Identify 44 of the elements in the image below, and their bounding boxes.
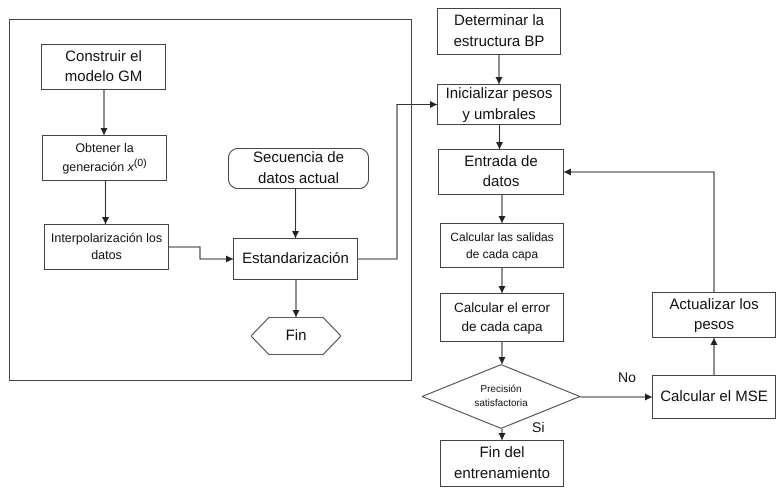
arrow [498,342,506,364]
node-text: Calcular el error de cada capa [452,299,552,336]
process-box [440,293,564,342]
node-text: Entrada de datos [463,152,539,192]
node-text: Construir el modelo GM [64,46,144,87]
process-box [438,149,564,195]
arrow [580,394,652,400]
arrow [292,280,300,317]
end-hexagon [251,317,341,355]
arrow [358,101,437,260]
node-text: Inicializar pesos y umbrales [444,84,554,124]
arrow [496,125,503,149]
node-text: Calcular el MSE [659,386,769,407]
process-box [652,375,776,419]
arrow [100,90,108,135]
process-box [42,135,167,181]
arrow [169,246,233,262]
process-box [440,440,564,487]
frame-box [9,19,412,381]
node-text: Calcular las salidas de cada capa [449,229,555,262]
node-text: Determinar la estructura BP [452,11,546,52]
arrow [710,338,718,375]
arrow [498,195,506,223]
node-text: Precisión satisfactoria [473,383,529,410]
process-box [41,44,166,90]
process-box [44,224,169,270]
process-box [440,223,564,268]
terminal-box [228,148,369,189]
arrow [496,55,502,84]
process-box [652,292,776,338]
arrow [102,181,109,224]
node-text: Secuencia de datos actual [252,148,345,188]
node-text: Fin [284,326,308,346]
node-text: Estandarización [241,248,350,269]
arrow [498,268,506,293]
node-text: Interpolarización los datos [50,230,164,264]
process-box [437,8,561,55]
node-text: Actualizar los pesos [668,294,760,335]
arrow [292,189,299,238]
node-text: Fin del entrenamiento [453,443,551,484]
process-box [233,238,358,280]
node-text: Obtener la generación x$^{(0)}$ [61,140,148,176]
arrow [564,168,715,292]
arrow [498,429,506,440]
